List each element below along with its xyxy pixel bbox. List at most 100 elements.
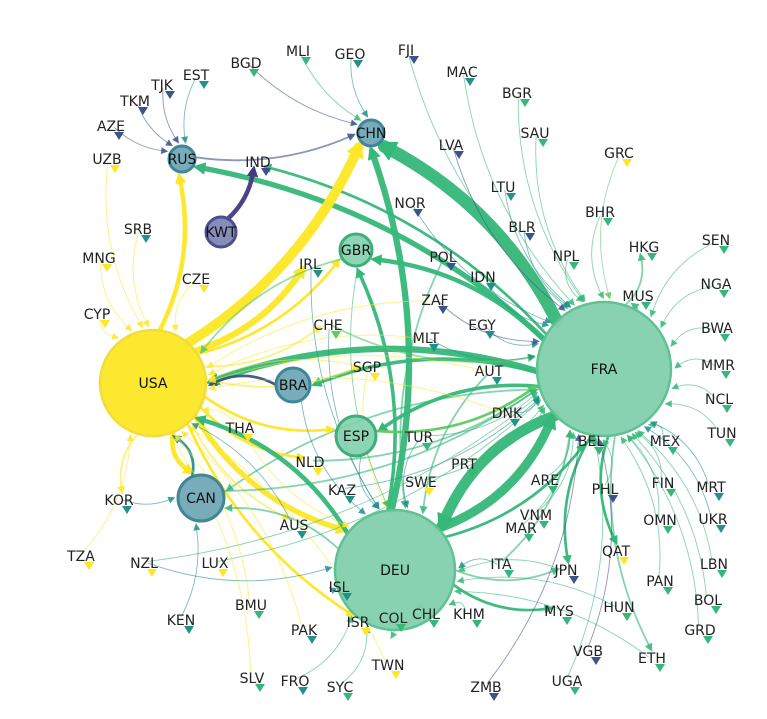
node-marker-bhr[interactable] [603, 218, 613, 226]
node-marker-nga[interactable] [719, 290, 729, 298]
node-marker-prt[interactable] [467, 470, 477, 478]
node-deu[interactable] [333, 508, 457, 632]
node-esp[interactable] [334, 414, 378, 458]
node-marker-are[interactable] [548, 486, 558, 494]
node-marker-slv[interactable] [255, 684, 265, 692]
node-marker-sau[interactable] [538, 139, 548, 147]
node-marker-mys[interactable] [562, 617, 572, 625]
node-marker-tkm[interactable] [138, 107, 148, 115]
node-chn[interactable] [356, 118, 386, 148]
node-marker-bgd[interactable] [249, 69, 259, 77]
node-marker-ita[interactable] [504, 570, 514, 578]
node-marker-ukr[interactable] [716, 525, 726, 533]
node-marker-cyp[interactable] [100, 320, 110, 328]
node-bra[interactable] [274, 366, 312, 404]
node-marker-mng[interactable] [102, 264, 112, 272]
node-marker-swe[interactable] [424, 488, 434, 496]
node-marker-kaz[interactable] [345, 496, 355, 504]
node-marker-mrt[interactable] [714, 493, 724, 501]
node-marker-mac[interactable] [465, 78, 475, 86]
node-marker-bmu[interactable] [254, 611, 264, 619]
node-marker-col[interactable] [396, 624, 406, 632]
node-label-cyp: CYP [84, 307, 111, 323]
node-label-sen: SEN [702, 233, 730, 249]
node-marker-pol[interactable] [446, 263, 456, 271]
node-marker-qat[interactable] [619, 557, 629, 565]
node-marker-grd[interactable] [703, 636, 713, 644]
node-marker-zmb[interactable] [489, 693, 499, 701]
node-marker-mmr[interactable] [721, 371, 731, 379]
node-kwt[interactable] [204, 215, 238, 249]
node-marker-ind[interactable] [261, 168, 271, 176]
node-marker-tha[interactable] [243, 434, 253, 442]
node-marker-syc[interactable] [343, 693, 353, 701]
node-marker-nzl[interactable] [147, 569, 157, 577]
node-marker-uzb[interactable] [110, 165, 120, 173]
node-marker-cze[interactable] [199, 285, 209, 293]
node-fra[interactable] [535, 300, 673, 438]
node-marker-khm[interactable] [472, 620, 482, 628]
node-marker-geo[interactable] [353, 60, 363, 68]
node-marker-mex[interactable] [668, 447, 678, 455]
node-marker-vnm[interactable] [539, 521, 549, 529]
node-marker-vgb[interactable] [591, 657, 601, 665]
node-marker-nor[interactable] [413, 209, 423, 217]
node-marker-idn[interactable] [486, 283, 496, 291]
node-marker-che[interactable] [331, 331, 341, 339]
node-marker-phl[interactable] [608, 495, 618, 503]
node-marker-bgr[interactable] [520, 99, 530, 107]
node-marker-pan[interactable] [663, 587, 673, 595]
node-gbr[interactable] [338, 232, 374, 268]
node-marker-lbn[interactable] [717, 570, 727, 578]
node-marker-est[interactable] [199, 81, 209, 89]
node-marker-eth[interactable] [655, 664, 665, 672]
node-marker-lva[interactable] [454, 151, 464, 159]
node-marker-jpn[interactable] [569, 576, 579, 584]
node-marker-bwa[interactable] [720, 334, 730, 342]
node-marker-chl[interactable] [429, 620, 439, 628]
node-marker-isr[interactable] [361, 628, 371, 636]
node-marker-isl[interactable] [342, 593, 352, 601]
node-marker-tur[interactable] [422, 443, 432, 451]
node-marker-mar[interactable] [524, 534, 534, 542]
node-marker-mlt[interactable] [429, 344, 439, 352]
node-marker-fro[interactable] [298, 687, 308, 695]
node-marker-sgp[interactable] [370, 373, 380, 381]
node-marker-kor[interactable] [122, 506, 132, 514]
node-marker-srb[interactable] [141, 235, 151, 243]
node-marker-omn[interactable] [663, 526, 673, 534]
node-marker-fin[interactable] [666, 489, 676, 497]
node-marker-zaf[interactable] [438, 306, 448, 314]
node-marker-ltu[interactable] [506, 193, 516, 201]
node-marker-nld[interactable] [313, 468, 323, 476]
node-marker-bel[interactable] [594, 447, 604, 455]
node-can[interactable] [176, 473, 226, 523]
node-marker-hun[interactable] [622, 613, 632, 621]
node-marker-mus[interactable] [641, 302, 651, 310]
node-marker-tza[interactable] [84, 562, 94, 570]
node-marker-grc[interactable] [622, 159, 632, 167]
node-marker-fji[interactable] [409, 56, 419, 64]
node-marker-bol[interactable] [711, 606, 721, 614]
node-marker-aus[interactable] [297, 531, 307, 539]
node-marker-dnk[interactable] [510, 419, 520, 427]
node-marker-tun[interactable] [725, 439, 735, 447]
node-marker-irl[interactable] [313, 270, 323, 278]
node-marker-aut[interactable] [492, 377, 502, 385]
node-marker-pak[interactable] [307, 636, 317, 644]
node-usa[interactable] [98, 328, 208, 438]
node-marker-lux[interactable] [218, 569, 228, 577]
node-marker-npl[interactable] [569, 262, 579, 270]
node-marker-tjk[interactable] [165, 91, 175, 99]
node-marker-aze[interactable] [114, 132, 124, 140]
node-marker-ken[interactable] [184, 626, 194, 634]
node-marker-blr[interactable] [525, 233, 535, 241]
node-marker-egy[interactable] [485, 331, 495, 339]
node-marker-mli[interactable] [301, 57, 311, 65]
node-marker-ncl[interactable] [722, 405, 732, 413]
node-marker-hkg[interactable] [647, 253, 657, 261]
node-rus[interactable] [167, 144, 197, 174]
node-marker-sen[interactable] [719, 246, 729, 254]
node-marker-twn[interactable] [391, 671, 401, 679]
node-marker-uga[interactable] [570, 687, 580, 695]
